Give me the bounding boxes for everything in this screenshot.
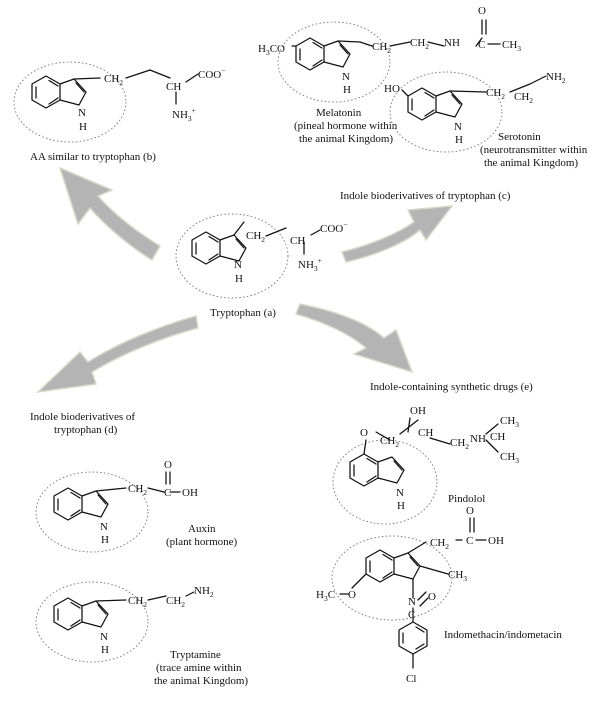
b-h-label: H (79, 121, 87, 133)
ch-label: CH (290, 235, 305, 247)
caption-melatonin-1: Melatonin (316, 107, 362, 119)
auxin-c-label: C (164, 487, 171, 499)
auxin-h-label: H (101, 534, 109, 546)
indo-o-carbonyl-label: O (428, 591, 436, 603)
caption-melatonin-2: (pineal hormone within (294, 120, 398, 132)
serotonin-n-label: N (454, 121, 462, 133)
pindolol-ch3b-label: CH3 (500, 451, 519, 465)
auxin-oh-label: OH (182, 487, 198, 499)
arrow-to-e (294, 303, 414, 374)
pindolol-ch2b-label: CH2 (450, 437, 469, 451)
auxin-ch2-label: CH2 (128, 483, 147, 497)
tryptamine-ch2b-label: CH2 (166, 595, 185, 609)
pindolol-ch-iso-label: CH (490, 431, 505, 443)
b-nh3-label: NH3+ (172, 106, 196, 123)
melatonin-ch2b-label: CH2 (410, 37, 429, 51)
arrow-to-d (35, 315, 199, 394)
melatonin-ch2a-label: CH2 (372, 41, 391, 55)
caption-aa-similar: AA similar to tryptophan (b) (30, 151, 156, 163)
coo-label: COO− (320, 220, 347, 235)
serotonin-h-label: H (455, 134, 463, 146)
caption-tryptophan: Tryptophan (a) (210, 307, 276, 319)
melatonin-ch3-label: CH3 (502, 39, 521, 53)
indomethacin-molecule (331, 517, 487, 669)
melatonin-molecule (277, 19, 487, 103)
melatonin-o-label: O (478, 5, 486, 17)
tryptophan-molecule (175, 213, 321, 299)
melatonin-c-label: C (478, 39, 485, 51)
tryptamine-molecule (35, 581, 195, 663)
caption-indomethacin: Indomethacin/indometacin (444, 629, 562, 641)
serotonin-nh2-label: NH2 (546, 71, 566, 85)
arrow-to-b (58, 166, 162, 262)
serotonin-ch2b-label: CH2 (514, 91, 533, 105)
b-ch2-label: CH2 (104, 73, 123, 87)
caption-tryptamine-3: the animal Kingdom) (154, 675, 248, 687)
indo-o-ether-label: O (348, 589, 356, 601)
caption-serotonin-3: the animal Kingdom) (484, 157, 578, 169)
pindolol-h-label: H (397, 500, 405, 512)
caption-indole-bio-d-1: Indole bioderivatives of (30, 411, 135, 423)
caption-serotonin-1: Serotonin (498, 131, 541, 143)
arrow-to-c (340, 205, 454, 263)
pindolol-n-label: N (396, 487, 404, 499)
ch2-label: CH2 (246, 230, 265, 244)
caption-indole-bio-d-2: tryptophan (d) (54, 424, 118, 436)
indo-ch2-label: CH2 (430, 537, 449, 551)
indo-n-label: N (408, 596, 416, 608)
pindolol-oh-label: OH (410, 405, 426, 417)
melatonin-nh-label: NH (444, 37, 460, 49)
caption-synthetic-e: Indole-containing synthetic drugs (e) (370, 381, 533, 393)
tryptamine-h-label: H (101, 644, 109, 656)
auxin-molecule (35, 471, 181, 553)
tryptamine-nh2-label: NH2 (194, 585, 214, 599)
aa-similar-molecule (13, 61, 177, 143)
caption-tryptamine-1: Tryptamine (170, 649, 221, 661)
pindolol-o-label: O (360, 427, 368, 439)
caption-serotonin-2: (neurotransmitter within (480, 144, 588, 156)
serotonin-ho-label: HO (384, 83, 400, 95)
caption-auxin-1: Auxin (188, 523, 216, 535)
melatonin-n-label: N (342, 71, 350, 83)
pindolol-ch2a-label: CH2 (380, 435, 399, 449)
caption-auxin-2: (plant hormone) (166, 536, 238, 548)
caption-melatonin-3: the animal Kingdom) (299, 133, 393, 145)
tryptamine-ch2a-label: CH2 (128, 595, 147, 609)
serotonin-molecule (389, 71, 547, 153)
b-n-label: N (78, 107, 86, 119)
indole-highlight-ring (175, 213, 289, 299)
auxin-n-label: N (100, 521, 108, 533)
indo-o-label: O (466, 505, 474, 517)
nh3-label: NH3+ (298, 256, 322, 273)
pindolol-ch-label: CH (418, 427, 433, 439)
indo-h3co-label: H3C (316, 589, 335, 603)
b-ch-label: CH (166, 81, 181, 93)
pindolol-ch3a-label: CH3 (500, 415, 519, 429)
indo-ch3-label: CH3 (448, 569, 467, 583)
tryptamine-n-label: N (100, 631, 108, 643)
auxin-o-label: O (164, 459, 172, 471)
caption-indole-bio-c: Indole bioderivatives of tryptophan (c) (340, 190, 511, 202)
caption-pindolol: Pindolol (448, 493, 485, 505)
indole-n-label: N (234, 259, 242, 271)
melatonin-h3co-label: H3CO (258, 43, 285, 57)
b-coo-label: COO− (198, 66, 225, 81)
serotonin-ch2a-label: CH2 (486, 87, 505, 101)
indo-c-carbonyl-label: C (408, 609, 415, 621)
indo-oh-label: OH (488, 535, 504, 547)
indole-h-label: H (235, 273, 243, 285)
pindolol-molecule (332, 417, 499, 525)
melatonin-h-label: H (343, 84, 351, 96)
indo-cl-label: Cl (406, 673, 416, 685)
caption-tryptamine-2: (trace amine within (156, 662, 242, 674)
indo-c-label: C (466, 535, 473, 547)
pindolol-nh-label: NH (470, 433, 486, 445)
